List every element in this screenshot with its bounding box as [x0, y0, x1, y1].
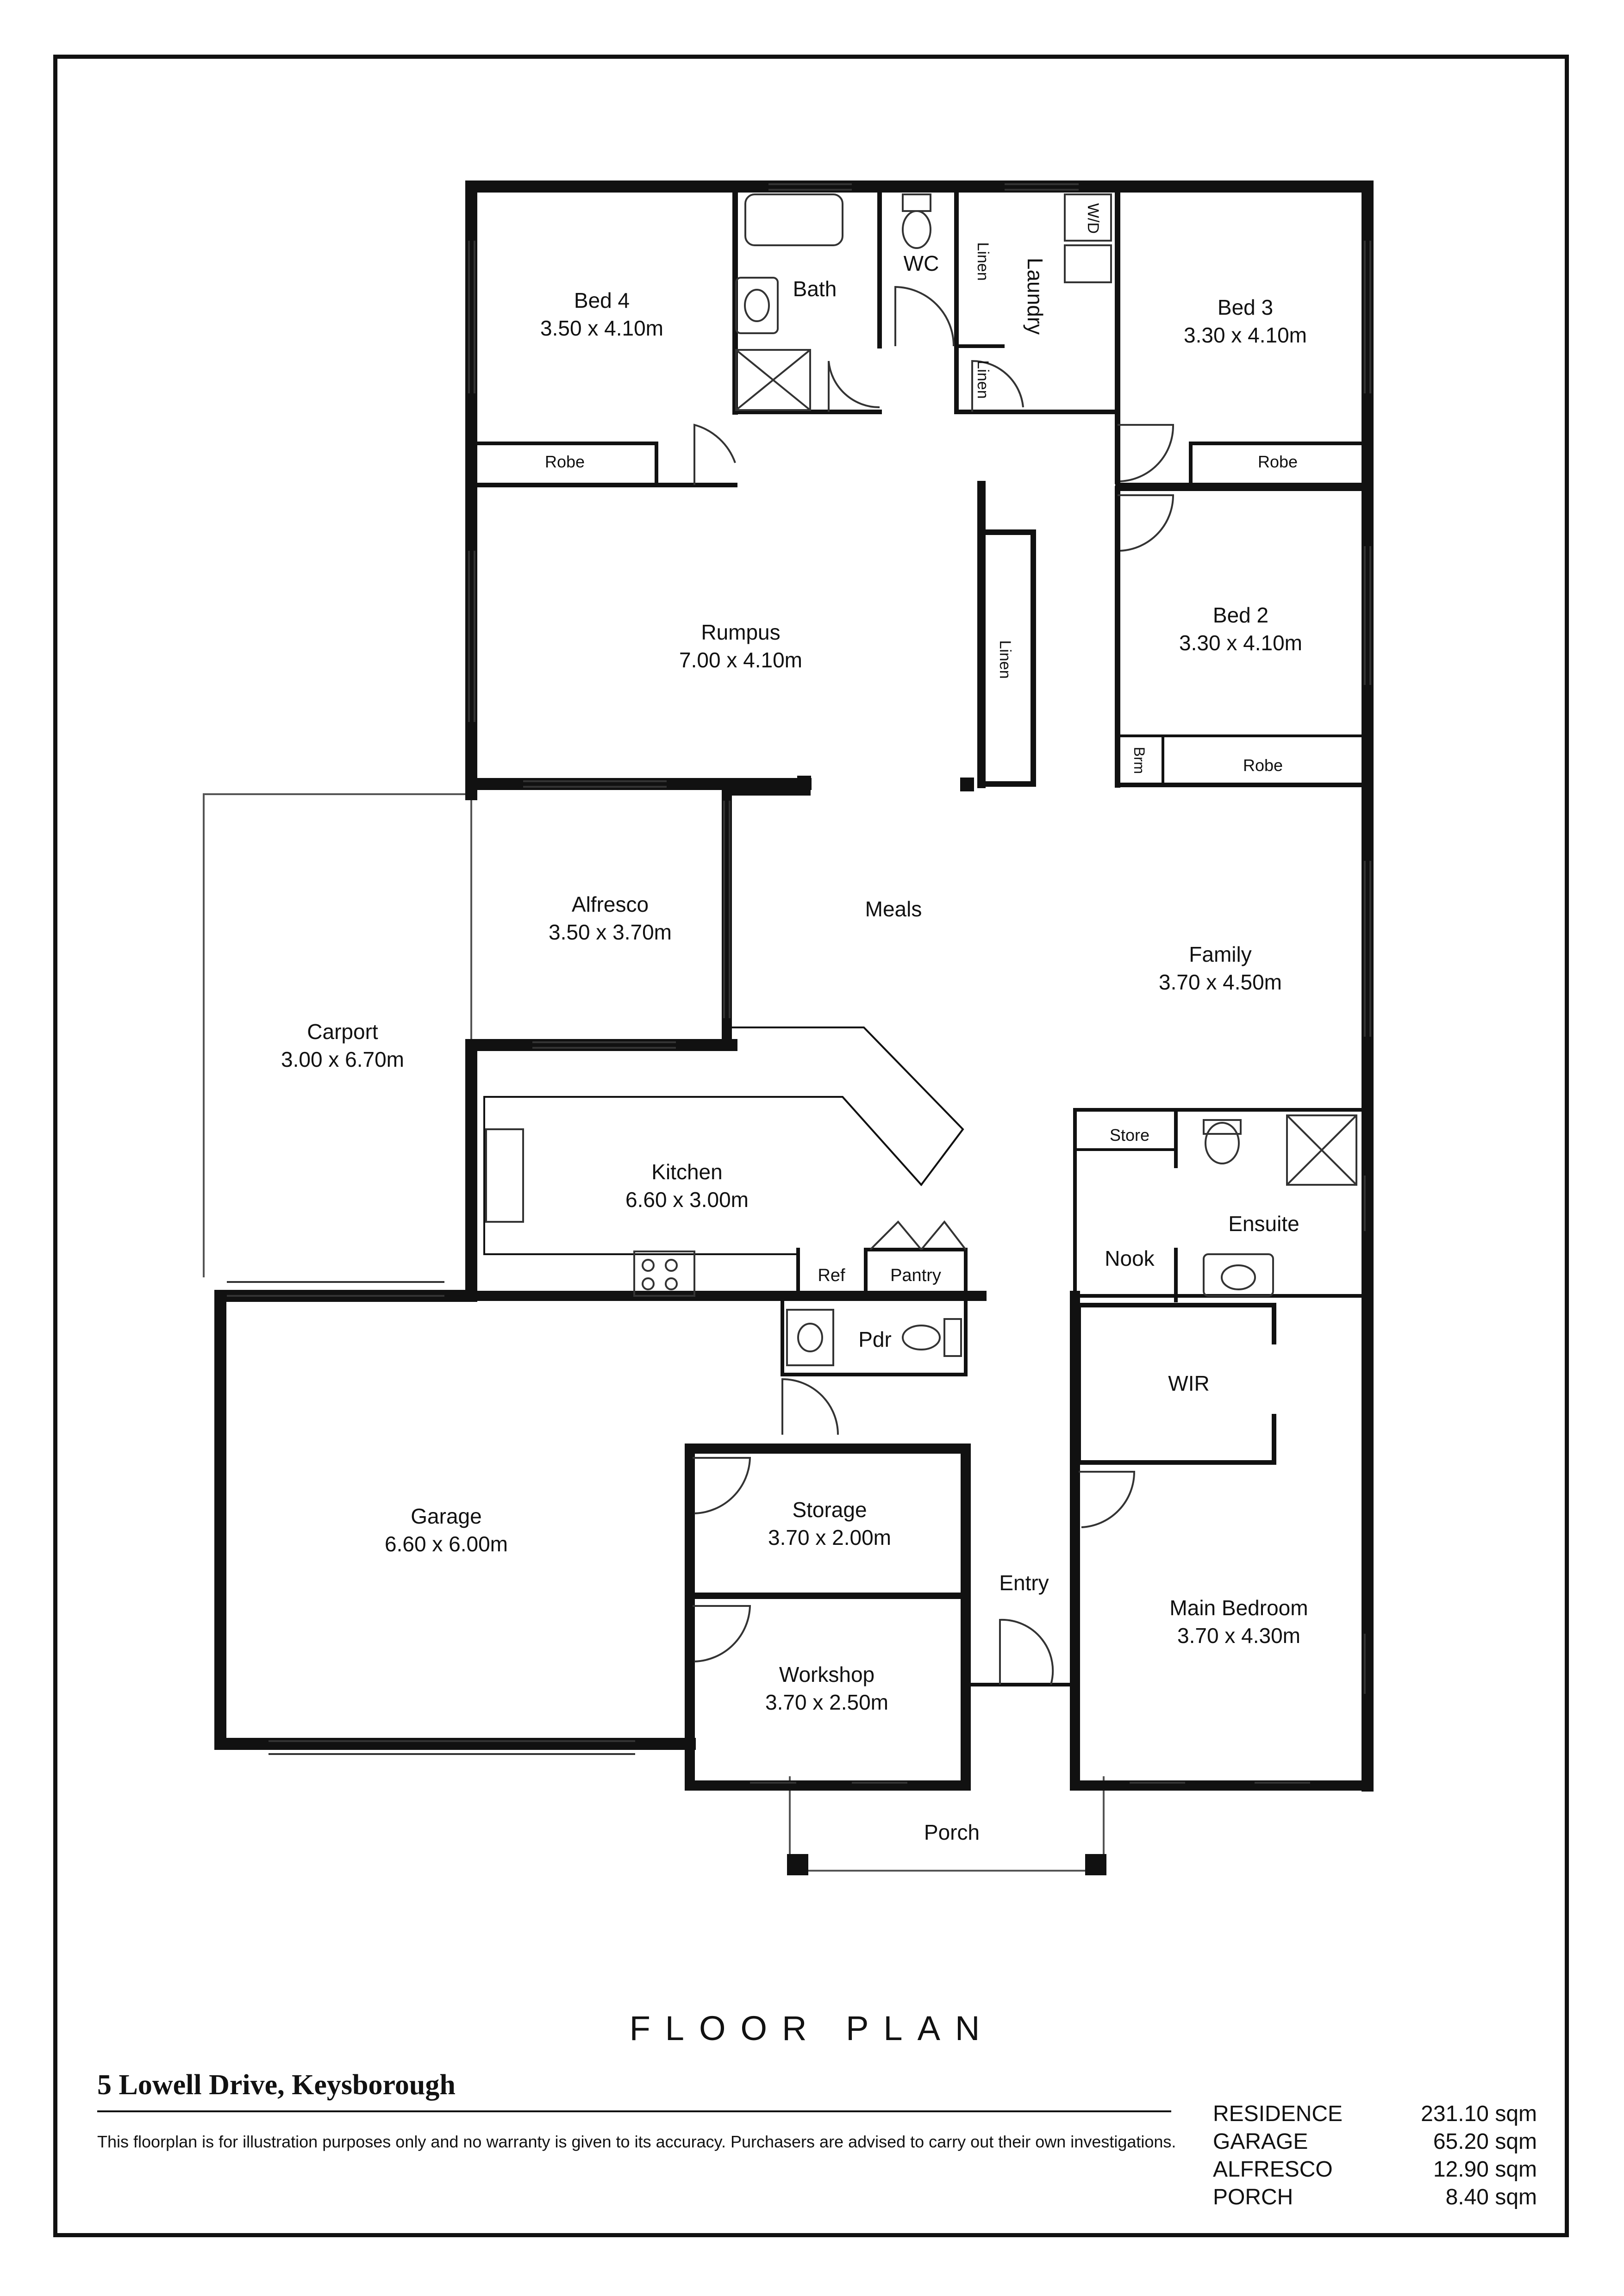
windows [227, 183, 1371, 1784]
alfresco-name: Alfresco [572, 892, 649, 916]
linen-small-name: Linen [974, 360, 992, 398]
storage-size: 3.70 x 2.00m [768, 1525, 891, 1549]
bed2-name: Bed 2 [1213, 603, 1268, 627]
area-row-residence: RESIDENCE 231.10 sqm [1213, 2100, 1537, 2128]
ensuite-toilet [1205, 1122, 1240, 1164]
area-label: RESIDENCE [1213, 2102, 1343, 2126]
alfresco-size: 3.50 x 3.70m [549, 920, 672, 944]
room-labels: Bed 4 3.50 x 4.10m Bath WC Linen Laundry… [281, 203, 1308, 1844]
bed2-size: 3.30 x 4.10m [1179, 631, 1302, 655]
bath-basin [735, 277, 779, 334]
address-divider [97, 2110, 1171, 2112]
robe-bed2: Robe [1243, 756, 1283, 775]
storage-name: Storage [792, 1498, 867, 1522]
bath-shower [735, 349, 811, 411]
ensuite-name: Ensuite [1228, 1212, 1299, 1236]
porch-name: Porch [924, 1820, 980, 1844]
entry-name: Entry [999, 1571, 1049, 1595]
pantry-name: Pantry [890, 1266, 941, 1285]
outdoor-outlines [203, 793, 1105, 1872]
garage-name: Garage [411, 1504, 481, 1528]
kitchen-sink [485, 1128, 524, 1223]
bed4-size: 3.50 x 4.10m [540, 316, 663, 340]
bath-name: Bath [793, 277, 837, 301]
workshop-size: 3.70 x 2.50m [765, 1690, 888, 1714]
area-row-porch: PORCH 8.40 sqm [1213, 2184, 1537, 2211]
ensuite-basin [1203, 1253, 1274, 1297]
bathtub [744, 193, 843, 246]
store-name: Store [1110, 1126, 1149, 1145]
rumpus-size: 7.00 x 4.10m [679, 648, 802, 672]
fixtures [485, 193, 1357, 1366]
area-row-alfresco: ALFRESCO 12.90 sqm [1213, 2156, 1537, 2184]
ref-name: Ref [818, 1266, 845, 1285]
bed3-size: 3.30 x 4.10m [1184, 323, 1307, 347]
kitchen-size: 6.60 x 3.00m [625, 1188, 749, 1212]
linen-top-name: Linen [974, 242, 992, 280]
plan-title: FLOOR PLAN [629, 2009, 995, 2047]
area-value: 231.10 sqm [1421, 2102, 1537, 2126]
workshop-name: Workshop [779, 1662, 874, 1686]
page-border [53, 55, 1569, 2237]
brm-name: Brm [1131, 747, 1148, 774]
robe-bed4: Robe [545, 452, 585, 471]
robe-bed3: Robe [1258, 452, 1298, 471]
area-summary: RESIDENCE 231.10 sqm GARAGE 65.20 sqm AL… [1213, 2100, 1537, 2211]
laundry-name: Laundry [1023, 258, 1047, 335]
disclaimer-text: This floorplan is for illustration purpo… [97, 2132, 1176, 2151]
main-bedroom-size: 3.70 x 4.30m [1177, 1624, 1300, 1648]
carport-name: Carport [307, 1020, 378, 1044]
wir-name: WIR [1168, 1371, 1209, 1395]
wc-name: WC [904, 251, 939, 275]
meals-name: Meals [865, 897, 922, 921]
area-row-garage: GARAGE 65.20 sqm [1213, 2128, 1537, 2156]
area-label: ALFRESCO [1213, 2157, 1333, 2182]
rumpus-name: Rumpus [701, 620, 780, 644]
pdr-name: Pdr [858, 1327, 892, 1351]
wc-toilet [902, 210, 931, 249]
main-bedroom-name: Main Bedroom [1169, 1596, 1308, 1620]
pdr-toilet [902, 1325, 941, 1350]
area-value: 12.90 sqm [1433, 2157, 1537, 2182]
family-size: 3.70 x 4.50m [1159, 970, 1282, 994]
pdr-basin [786, 1309, 834, 1366]
washer-dryer [1064, 193, 1112, 242]
doors [693, 286, 1174, 1685]
cooktop [633, 1251, 695, 1297]
bed4-name: Bed 4 [574, 288, 630, 312]
linen-hall-name: Linen [996, 640, 1014, 678]
carport-size: 3.00 x 6.70m [281, 1047, 404, 1071]
garage-size: 6.60 x 6.00m [385, 1532, 508, 1556]
bed3-name: Bed 3 [1218, 295, 1273, 319]
family-name: Family [1189, 942, 1251, 966]
laundry-trough [1064, 244, 1112, 283]
area-label: PORCH [1213, 2185, 1293, 2209]
wd-name: W/D [1084, 203, 1102, 234]
property-address: 5 Lowell Drive, Keysborough [97, 2069, 456, 2101]
area-label: GARAGE [1213, 2129, 1308, 2154]
area-value: 8.40 sqm [1445, 2185, 1537, 2209]
ensuite-shower [1286, 1114, 1357, 1186]
porch-posts [787, 776, 1106, 1875]
nook-name: Nook [1105, 1246, 1155, 1270]
area-value: 65.20 sqm [1433, 2129, 1537, 2154]
kitchen-name: Kitchen [651, 1160, 722, 1184]
